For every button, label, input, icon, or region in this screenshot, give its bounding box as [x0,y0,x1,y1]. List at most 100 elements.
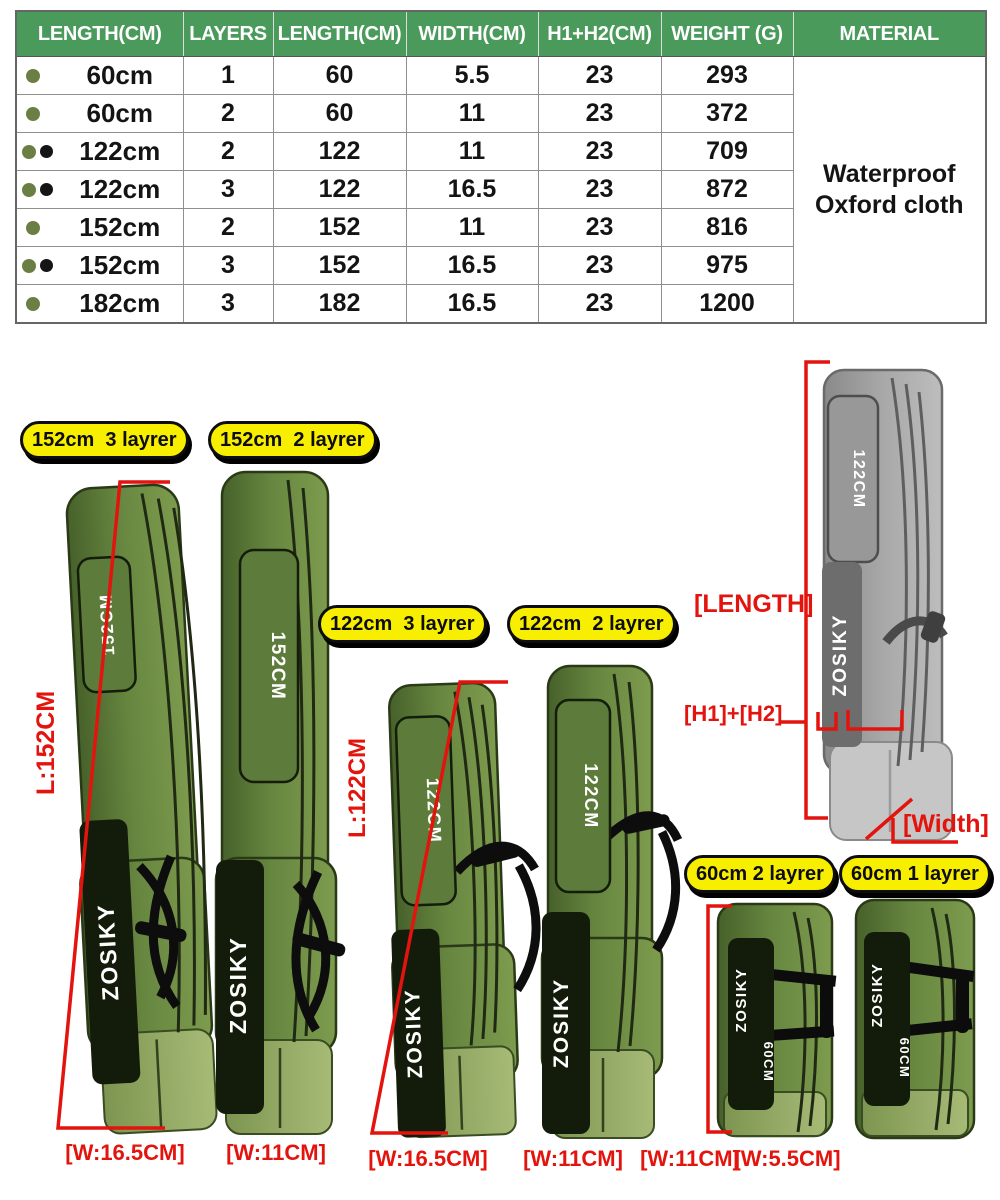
h1h2-annotation-label: [H1]+[H2] [684,701,783,726]
foot-seam [458,1055,464,1130]
cell-size: 60cm [15,56,184,95]
cell-layers: 2 [182,132,274,171]
bag-pocket [238,548,300,784]
table-row: 182cm 3 182 16.5 23 1200 [15,284,986,324]
col-header-h1h2: H1+H2(CM) [537,10,662,57]
brand-panel [79,819,141,1085]
table-header-row: LENGTH(CM) LAYERS LENGTH(CM) WIDTH(CM) H… [15,10,987,57]
bag-handles [602,811,683,953]
zipper-lines [792,911,818,1133]
length-axis-label-122: L:122CM [344,737,371,838]
width-value-label: [W:11CM] [640,1146,740,1171]
brand-text: ZOSIKY [869,963,886,1028]
bag-gray-reference: 122CM ZOSIKY [822,368,953,841]
size-tag-152-2layer: 152cm 2 layrer [208,421,377,459]
brand-text: ZOSIKY [550,978,573,1068]
green-dot-icon [26,296,40,311]
brand-text: ZOSIKY [92,902,123,1001]
brand-text: ZOSIKY [830,614,851,697]
green-dot-icon [26,106,40,121]
cell-weight: 1200 [660,284,794,324]
cell-size: 60cm [15,94,184,133]
cell-h1h2: 23 [537,94,662,133]
cell-length: 60 [272,94,407,133]
bag-60-1layer: ZOSIKY 60CM [854,898,976,1140]
row-size-label: 60cm [86,60,154,90]
brand-panel [391,928,446,1138]
col-header-material: MATERIAL [792,10,987,57]
h1-bracket [816,712,838,731]
cell-layers: 3 [182,246,274,285]
bag-pocket [394,715,457,907]
cell-layers: 2 [182,208,274,247]
size-tag-152-3layer: 152cm 3 layrer [20,421,189,459]
cell-length: 122 [272,132,407,171]
cell-width: 11 [405,132,539,171]
h2-bracket [846,710,904,731]
row-size-label: 152cm [79,250,161,280]
cell-width: 11 [405,208,539,247]
cell-size: 152cm [15,246,184,285]
brand-panel [728,938,774,1110]
bag-handles [453,841,541,993]
green-dot-icon [22,182,36,197]
brand-panel [864,932,910,1106]
bag-strap [763,1025,835,1042]
width-annotation-label: [Width] [903,810,989,838]
width-value-label: [W:11CM] [226,1140,326,1165]
zipper-lines [930,907,956,1131]
cell-h1h2: 23 [537,56,662,95]
cell-h1h2: 23 [537,208,662,247]
cell-h1h2: 23 [537,284,662,324]
cell-length: 152 [272,208,407,247]
cell-size: 182cm [15,284,184,324]
cell-width: 16.5 [405,284,539,324]
bag-pocket [554,698,612,894]
width-pointer-line [864,797,914,841]
green-dot-icon [26,220,40,235]
table-row: 122cm 2 122 11 23 709 [15,132,986,171]
width-value-label: [W:16.5CM] [65,1140,185,1165]
size-tag-122-2layer: 122cm 2 layrer [507,605,676,643]
table-row: 122cm 3 122 16.5 23 872 [15,170,986,209]
cell-length: 60 [272,56,407,95]
size-tag-60-2layer: 60cm 2 layrer [684,855,836,893]
length-bracket-gray [804,360,830,820]
cell-size: 122cm [15,132,184,171]
cell-weight: 816 [660,208,794,247]
handle-grip [956,975,969,1033]
brand-text: ZOSIKY [401,988,427,1079]
row-size-label: 152cm [79,212,161,242]
size-tag-122-3layer: 122cm 3 layrer [318,605,487,643]
length-bracket-152 [56,480,170,1130]
handle-grip [820,980,833,1038]
width-value-label: [W:5.5CM] [733,1146,841,1171]
pocket-size-text: 60CM [897,1038,912,1079]
handle-grip [471,845,520,867]
cell-width: 5.5 [405,56,539,95]
table-row: 152cm 2 152 11 23 816 [15,208,986,247]
pocket-size-text: 122CM [850,449,867,508]
bag-152-3layer: 152CM ZOSIKY [65,483,218,1135]
cell-weight: 975 [660,246,794,285]
col-header-length: LENGTH(CM) [272,10,407,57]
cell-layers: 3 [182,170,274,209]
green-dot-icon [22,144,36,159]
table-row: 60cm 2 60 11 23 372 [15,94,986,133]
brand-panel [542,912,590,1134]
table-row: 152cm 3 152 16.5 23 975 [15,246,986,285]
row-size-label: 122cm [79,174,161,204]
cell-h1h2: 23 [537,170,662,209]
handle-grip [920,611,946,643]
cell-width: 16.5 [405,170,539,209]
cell-layers: 2 [182,94,274,133]
cell-size: 152cm [15,208,184,247]
brand-text: ZOSIKY [733,968,750,1033]
cell-weight: 293 [660,56,794,95]
brand-text: ZOSIKY [225,936,251,1034]
bag-60-2layer: ZOSIKY 60CM [716,902,837,1138]
green-dot-icon [22,258,36,273]
cell-width: 16.5 [405,246,539,285]
length-bracket-122 [369,680,508,1135]
row-size-label: 60cm [86,98,154,128]
